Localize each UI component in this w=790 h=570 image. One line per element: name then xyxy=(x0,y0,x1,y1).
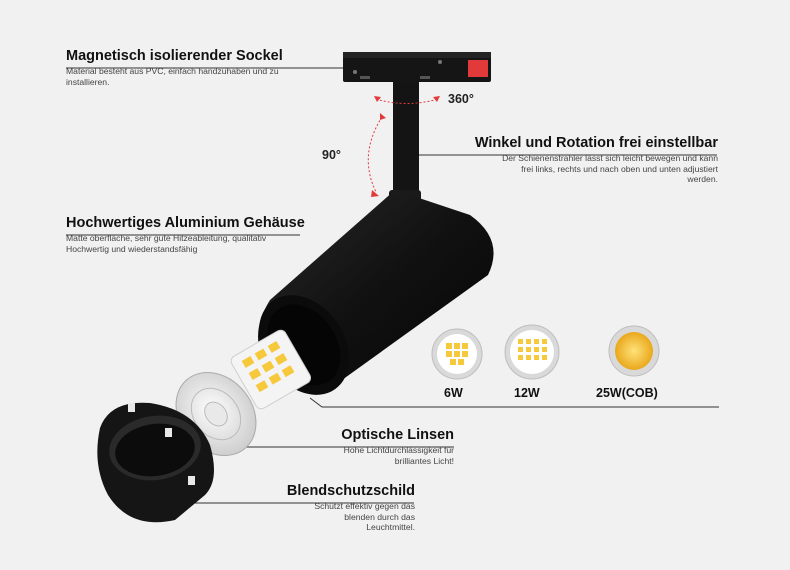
feature-title: Optische Linsen xyxy=(341,427,454,443)
leader-lines xyxy=(66,67,719,504)
feature-text: Material besteht aus PVC, einfach handzu… xyxy=(66,66,279,87)
feature-housing: Hochwertiges Aluminium Gehäuse Matte obe… xyxy=(66,215,305,254)
track-adapter xyxy=(343,52,491,82)
led-25w-cob-icon xyxy=(608,325,660,377)
rotation-angle-label: 360° xyxy=(448,92,474,106)
tilt-angle-label: 90° xyxy=(322,148,341,162)
feature-title: Magnetisch isolierender Sockel xyxy=(66,48,283,64)
led-12w-icon xyxy=(504,324,560,380)
led-option-label: 25W(COB) xyxy=(596,386,658,400)
led-option-label: 12W xyxy=(514,386,540,400)
feature-rotation: Winkel und Rotation frei einstellbar Der… xyxy=(458,135,718,185)
feature-title: Blendschutzschild xyxy=(286,483,415,499)
feature-title: Hochwertiges Aluminium Gehäuse xyxy=(66,215,305,231)
lamp-arm xyxy=(393,82,419,204)
led-option-label: 6W xyxy=(444,386,463,400)
feature-socket: Magnetisch isolierender Sockel Material … xyxy=(66,48,316,87)
feature-glare: Blendschutzschild Schützt effektiv gegen… xyxy=(270,483,415,533)
feature-text: Hohe Lichtdurchlässigkeit für brilliante… xyxy=(343,445,454,466)
feature-text: Matte oberfläche, sehr gute Hitzeableitu… xyxy=(66,233,267,254)
glare-shield-ring xyxy=(97,402,214,523)
led-board xyxy=(230,329,312,410)
rotation-arrows xyxy=(367,98,439,193)
feature-title: Winkel und Rotation frei einstellbar xyxy=(474,135,718,151)
feature-text: Schützt effektiv gegen das blenden durch… xyxy=(314,501,415,532)
feature-lens: Optische Linsen Hohe Lichtdurchlässigkei… xyxy=(334,427,454,466)
feature-text: Der Schienenstrahler lässt sich leicht b… xyxy=(502,153,718,184)
led-6w-icon xyxy=(431,328,483,380)
